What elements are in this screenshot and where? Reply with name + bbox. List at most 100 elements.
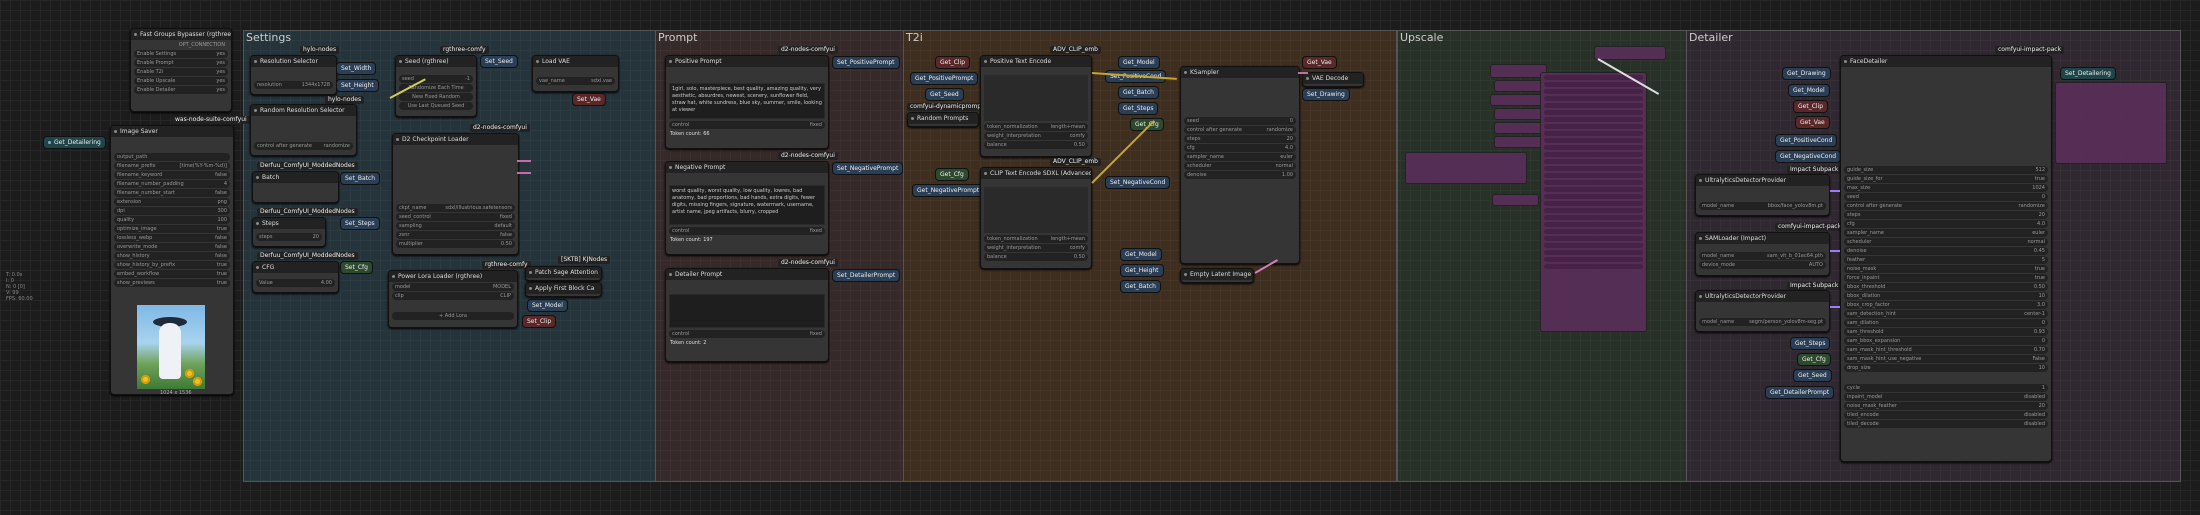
upscale-node[interactable]: [1490, 94, 1547, 106]
set-drawing-node[interactable]: Set_Drawing: [1302, 88, 1350, 101]
seed-node[interactable]: Seed (rgthree) seed-1 Randomize Each Tim…: [395, 55, 477, 117]
field[interactable]: [1544, 138, 1643, 143]
batch-node[interactable]: Batch: [252, 171, 339, 203]
get-positive-cond-node[interactable]: Get_PositiveCond: [1775, 134, 1838, 147]
field[interactable]: [1544, 110, 1643, 115]
vae-decode-node[interactable]: VAE Decode: [1302, 72, 1364, 87]
upscale-node[interactable]: [1494, 80, 1546, 92]
get-negative-cond-node[interactable]: Get_NegativeCond: [1775, 150, 1842, 163]
get-cfg-node[interactable]: Get_Cfg: [935, 168, 969, 181]
get-batch-node[interactable]: Get_Batch: [1118, 86, 1159, 99]
get-detailer-prompt-node[interactable]: Get_DetailerPrompt: [1765, 386, 1835, 399]
randomize-button[interactable]: Randomize Each Time: [399, 84, 473, 92]
field[interactable]: [1544, 89, 1643, 94]
field[interactable]: [1544, 96, 1643, 101]
set-seed-node[interactable]: Set_Seed: [480, 55, 518, 68]
random-resolution-node[interactable]: Random Resolution Selector control after…: [250, 104, 357, 156]
upscale-node[interactable]: [1494, 136, 1546, 148]
field[interactable]: [1544, 264, 1643, 269]
field[interactable]: [1544, 180, 1643, 185]
negative-prompt-node[interactable]: Negative Prompt worst quality, worst qua…: [665, 161, 829, 255]
set-negative-prompt-node[interactable]: Set_NegativePrompt: [832, 162, 904, 175]
field[interactable]: [1544, 222, 1643, 227]
positive-prompt-node[interactable]: Positive Prompt 1girl, solo, masterpiece…: [665, 55, 829, 149]
get-model-node[interactable]: Get_Model: [1118, 56, 1160, 69]
field-row[interactable]: filename_prefix[time(%Y-%m-%d)]: [114, 162, 230, 170]
set-height-node[interactable]: Set_Height: [336, 79, 379, 92]
empty-latent-node[interactable]: Empty Latent Image: [1180, 268, 1254, 283]
get-cfg-node-3[interactable]: Get_Cfg: [1797, 353, 1831, 366]
get-detailering-node[interactable]: Get_Detailering: [43, 136, 106, 149]
field[interactable]: [1544, 75, 1643, 80]
set-detailering-node[interactable]: Set_Detailering: [2060, 67, 2116, 80]
set-cfg-node[interactable]: Set_Cfg: [340, 261, 373, 274]
set-negative-cond-node[interactable]: Set_NegativeCond: [1105, 176, 1171, 189]
get-height-node[interactable]: Get_Height: [1120, 264, 1164, 277]
field[interactable]: [1544, 250, 1643, 255]
get-cfg-node-2[interactable]: Get_Cfg: [1130, 118, 1164, 131]
field[interactable]: [1544, 236, 1643, 241]
field[interactable]: [1544, 103, 1643, 108]
upscale-model-node[interactable]: [1405, 152, 1527, 184]
detailer-prompt-textarea[interactable]: [669, 294, 825, 328]
set-clip-node[interactable]: Set_Clip: [522, 315, 557, 328]
last-seed-button[interactable]: Use Last Queued Seed: [399, 102, 473, 110]
preview-node-bypassed[interactable]: [2055, 82, 2167, 164]
upscale-sampler-node[interactable]: [1540, 72, 1647, 332]
upscale-node[interactable]: [1494, 122, 1546, 134]
get-steps-node-2[interactable]: Get_Steps: [1790, 337, 1831, 350]
field[interactable]: [1544, 173, 1643, 178]
encode-textarea[interactable]: [984, 187, 1088, 233]
positive-text-encode-node[interactable]: Positive Text Encode token_normalization…: [980, 55, 1092, 157]
upscale-node[interactable]: [1494, 108, 1546, 120]
first-block-cache-node[interactable]: Apply First Block Ca: [525, 282, 602, 297]
